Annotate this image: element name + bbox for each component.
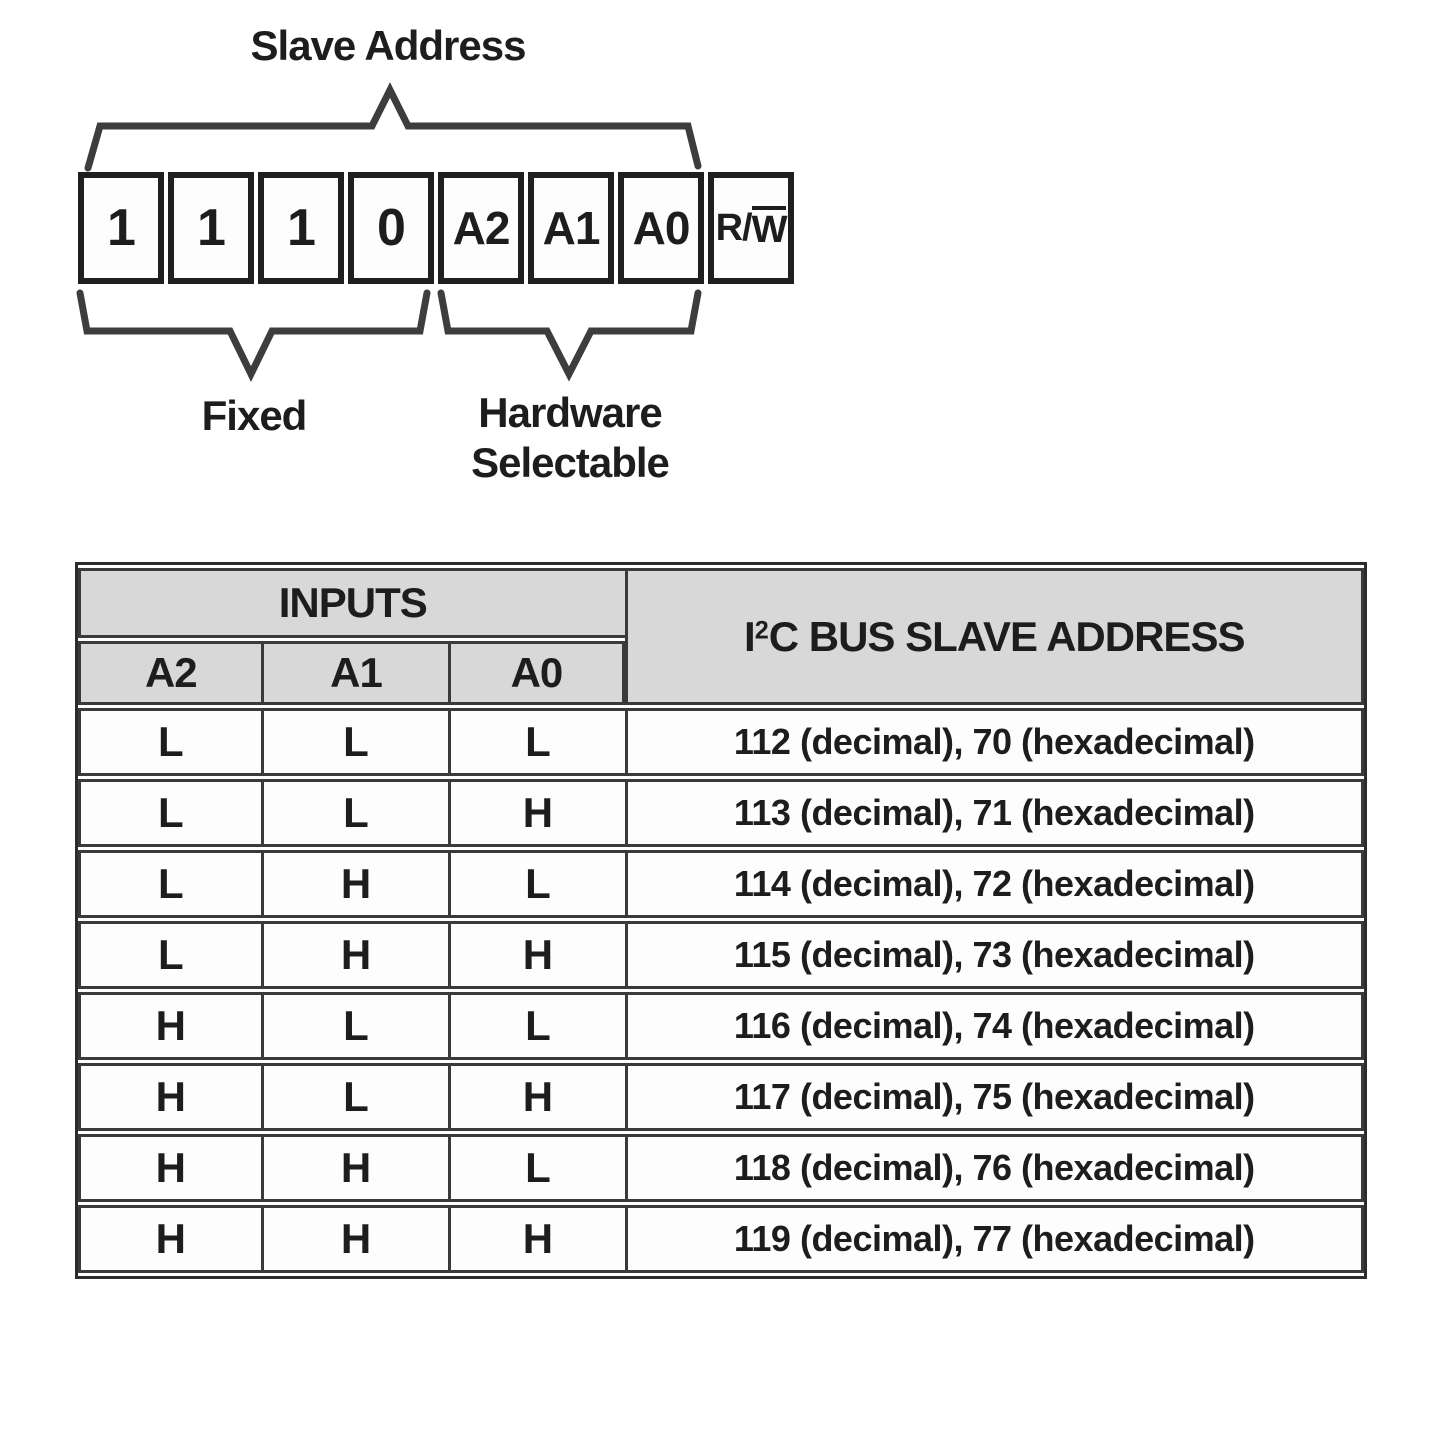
cell-a0: H — [448, 1063, 625, 1131]
bit-box-6: 1 — [168, 172, 254, 284]
hardware-selectable-brace — [437, 289, 702, 382]
cell-a1: L — [260, 708, 449, 776]
inputs-header: INPUTS — [78, 568, 625, 638]
bit-box-rw: R/W — [708, 172, 794, 284]
rw-overlined-w: W — [751, 205, 787, 251]
cell-a2: L — [78, 708, 261, 776]
i2c-rest: C BUS SLAVE ADDRESS — [768, 612, 1246, 660]
cell-a0: H — [448, 779, 625, 847]
cell-a1: H — [260, 1134, 449, 1202]
hardware-selectable-line1: Hardware — [478, 389, 662, 436]
table-header-row-2: A2 A1 A0 — [78, 641, 1364, 705]
bit-box-5: 1 — [258, 172, 344, 284]
col-header-a0: A0 — [448, 641, 625, 705]
cell-a2: L — [78, 921, 261, 989]
cell-a0: L — [448, 1134, 625, 1202]
col-header-a1: A1 — [260, 641, 449, 705]
table-row: H H H 119 (decimal), 77 (hexadecimal) — [78, 1205, 1364, 1273]
table-row: L H H 115 (decimal), 73 (hexadecimal) — [78, 921, 1364, 989]
table-row: L L H 113 (decimal), 71 (hexadecimal) — [78, 779, 1364, 847]
table-row: L L L 112 (decimal), 70 (hexadecimal) — [78, 708, 1364, 776]
i2c-prefix: I — [744, 612, 756, 660]
cell-a1: H — [260, 1205, 449, 1273]
rw-prefix: R/ — [715, 206, 753, 249]
cell-a1: L — [260, 779, 449, 847]
cell-a0: L — [448, 708, 625, 776]
cell-a0: H — [448, 1205, 625, 1273]
cell-a2: H — [78, 1134, 261, 1202]
bit-box-a1: A1 — [528, 172, 614, 284]
table-row: H L H 117 (decimal), 75 (hexadecimal) — [78, 1063, 1364, 1131]
slave-address-label: Slave Address — [250, 22, 527, 69]
table-header-row-1: INPUTS I2C BUS SLAVE ADDRESS — [78, 568, 1364, 705]
cell-address: 117 (decimal), 75 (hexadecimal) — [624, 1063, 1364, 1131]
cell-address: 114 (decimal), 72 (hexadecimal) — [624, 850, 1364, 918]
slave-address-byte: 1 1 1 0 A2 A1 A0 R/W — [78, 172, 794, 284]
cell-a2: H — [78, 1063, 261, 1131]
hardware-selectable-label: Hardware Selectable — [435, 388, 705, 489]
slave-address-table: INPUTS I2C BUS SLAVE ADDRESS A2 A1 A0 L … — [75, 562, 1367, 1279]
cell-a2: H — [78, 992, 261, 1060]
cell-address: 115 (decimal), 73 (hexadecimal) — [624, 921, 1364, 989]
i2c-bus-slave-address-header: I2C BUS SLAVE ADDRESS — [624, 568, 1364, 705]
bit-box-7: 1 — [78, 172, 164, 284]
table-row: H L L 116 (decimal), 74 (hexadecimal) — [78, 992, 1364, 1060]
cell-address: 116 (decimal), 74 (hexadecimal) — [624, 992, 1364, 1060]
col-header-a2: A2 — [78, 641, 261, 705]
cell-a1: L — [260, 992, 449, 1060]
address-table: INPUTS I2C BUS SLAVE ADDRESS A2 A1 A0 L … — [78, 565, 1364, 1276]
cell-a1: H — [260, 850, 449, 918]
cell-a0: L — [448, 992, 625, 1060]
cell-address: 118 (decimal), 76 (hexadecimal) — [624, 1134, 1364, 1202]
hardware-selectable-line2: Selectable — [471, 439, 670, 487]
cell-address: 119 (decimal), 77 (hexadecimal) — [624, 1205, 1364, 1273]
bit-box-a0: A0 — [618, 172, 704, 284]
cell-a2: L — [78, 850, 261, 918]
cell-a0: L — [448, 850, 625, 918]
cell-address: 113 (decimal), 71 (hexadecimal) — [624, 779, 1364, 847]
fixed-brace — [76, 289, 431, 382]
slave-address-brace — [84, 82, 702, 172]
i2c-superscript: 2 — [754, 615, 769, 644]
fixed-label: Fixed — [201, 392, 308, 439]
cell-address: 112 (decimal), 70 (hexadecimal) — [624, 708, 1364, 776]
table-row: H H L 118 (decimal), 76 (hexadecimal) — [78, 1134, 1364, 1202]
cell-a1: L — [260, 1063, 449, 1131]
cell-a0: H — [448, 921, 625, 989]
cell-a2: H — [78, 1205, 261, 1273]
cell-a2: L — [78, 779, 261, 847]
table-row: L H L 114 (decimal), 72 (hexadecimal) — [78, 850, 1364, 918]
bit-box-a2: A2 — [438, 172, 524, 284]
cell-a1: H — [260, 921, 449, 989]
bit-box-4: 0 — [348, 172, 434, 284]
